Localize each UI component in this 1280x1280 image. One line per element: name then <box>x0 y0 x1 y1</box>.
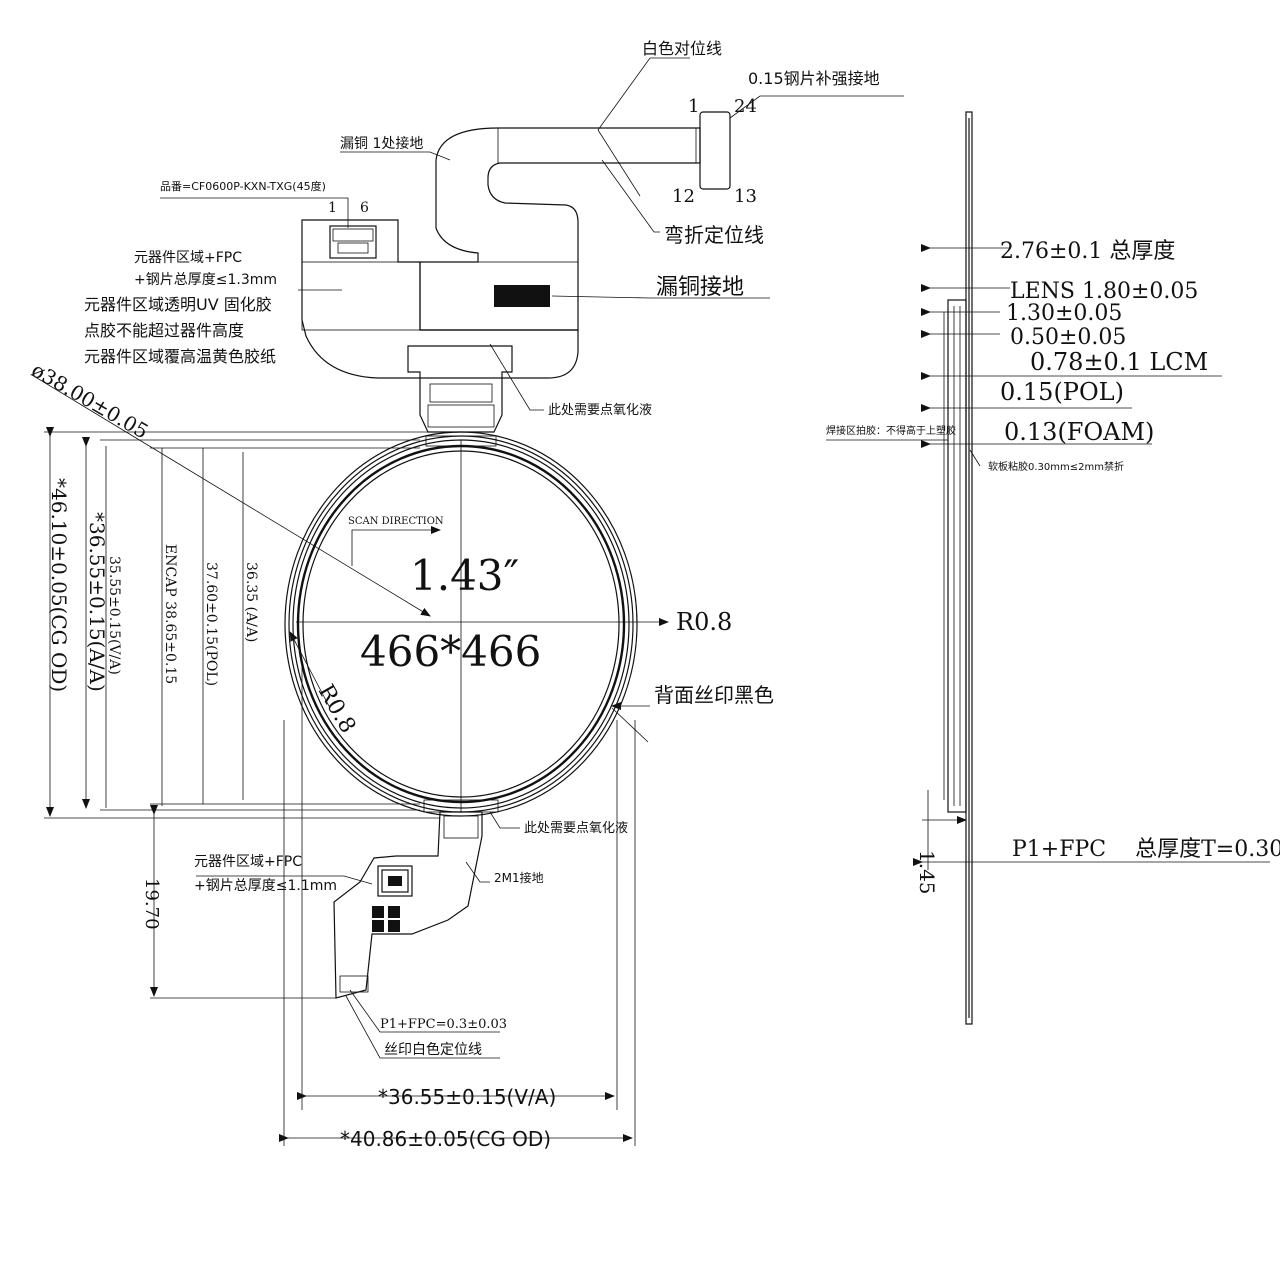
label-p1-fpc: P1+FPC=0.3±0.03 <box>380 1017 507 1032</box>
labels: 白色对位线 0.15钢片补强接地 1 24 12 13 漏铜 1处接地 弯折定位… <box>28 39 1280 1151</box>
bottom-fpc-body <box>333 811 483 999</box>
label-p1-fpc-total: P1+FPC 总厚度T=0.30 <box>1012 837 1280 862</box>
label-comp-area-2: +钢片总厚度≤1.3mm <box>134 272 277 288</box>
label-lcm: 0.78±0.1 LCM <box>1030 348 1208 376</box>
side-view <box>826 111 1270 1025</box>
bottom-ic <box>377 865 413 897</box>
label-steel-ground: 0.15钢片补强接地 <box>748 69 880 88</box>
label-t050: 0.50±0.05 <box>1010 325 1126 350</box>
label-dim-va-v: 35.55±0.15(V/A) <box>106 556 122 675</box>
round-display <box>31 374 669 817</box>
label-dim-cg-od-v: *46.10±0.05(CG OD) <box>47 478 71 692</box>
label-pin-13: 13 <box>734 186 757 207</box>
label-pin-1: 1 <box>688 96 699 117</box>
label-lens: LENS 1.80±0.05 <box>1010 279 1198 304</box>
label-comp-uv: 元器件区域透明UV 固化胶 <box>84 295 272 314</box>
top-fpc <box>301 111 731 433</box>
label-conn-pin-6: 6 <box>360 200 369 216</box>
label-silk-white: 丝印白色定位线 <box>384 1041 482 1058</box>
small-connector <box>329 225 377 259</box>
label-back-print: 背面丝印黑色 <box>654 683 774 707</box>
label-r08-right: R0.8 <box>676 608 732 636</box>
label-dim-pol: 37.60±0.15(POL) <box>203 562 219 686</box>
label-bend-align-line: 弯折定位线 <box>664 223 764 247</box>
connector-pads <box>699 111 731 190</box>
label-size: 1.43″ <box>410 551 519 600</box>
label-gnd-2m1: 2M1接地 <box>494 870 544 885</box>
label-comp-tape: 元器件区域覆高温黄色胶纸 <box>84 347 276 366</box>
label-part-number: 品番=CF0600P-KXN-TXG(45度) <box>160 179 326 193</box>
label-total-thickness: 2.76±0.1 总厚度 <box>1000 239 1175 264</box>
label-dim-encap: ENCAP 38.65±0.15 <box>162 544 178 684</box>
label-fpc-glue: 软板粘胶0.30mm≤2mm禁折 <box>988 460 1124 473</box>
label-exposed-copper-ground: 漏铜接地 <box>656 275 744 300</box>
label-r08-left: R0.8 <box>313 681 360 738</box>
component-dotted-area <box>419 261 579 331</box>
label-comp-area-1: 元器件区域+FPC <box>134 250 242 266</box>
component-hatched-area <box>301 261 421 331</box>
label-foam: 0.13(FOAM) <box>1004 418 1154 446</box>
label-dim-aa-v: *36.55±0.15(A/A) <box>85 512 109 692</box>
label-pin-12: 12 <box>672 186 695 207</box>
label-conn-pin-1: 1 <box>328 200 337 216</box>
label-pol: 0.15(POL) <box>1000 378 1124 406</box>
label-white-align-line: 白色对位线 <box>642 39 722 58</box>
fpc-hatched-trace <box>497 127 697 164</box>
label-dim-1970: 19.70 <box>141 878 162 930</box>
label-scan-direction: SCAN DIRECTION <box>348 516 444 527</box>
front-dimensions <box>44 57 904 1146</box>
fpc-neck <box>407 345 513 433</box>
label-pin-24: 24 <box>734 96 757 117</box>
label-t130: 1.30±0.05 <box>1006 301 1122 326</box>
fpc-head <box>301 219 579 379</box>
label-exposed-copper-1: 漏铜 1处接地 <box>340 135 423 152</box>
label-resolution: 466*466 <box>360 627 541 676</box>
label-epoxy-bottom: 此处需要点氧化液 <box>524 821 628 836</box>
bottom-fpc <box>333 811 483 999</box>
label-dim-cg-h: *40.86±0.05(CG OD) <box>340 1127 551 1151</box>
label-comp-glue: 点胶不能超过器件高度 <box>84 321 244 340</box>
label-comp-area-b1: 元器件区域+FPC <box>194 854 302 870</box>
label-comp-area-b2: +钢片总厚度≤1.1mm <box>194 878 337 894</box>
label-dim-145: 1.45 <box>915 850 939 895</box>
label-dim-va-h: *36.55±0.15(V/A) <box>378 1085 556 1109</box>
exposed-copper-block <box>494 285 550 307</box>
label-dim-aa2: 36.35 (A/A) <box>243 562 259 642</box>
fpc-tail-body <box>419 127 701 331</box>
label-solder-note: 焊接区拍胶：不得高于上塑胶 <box>826 424 956 437</box>
label-epoxy-top: 此处需要点氧化液 <box>548 403 652 418</box>
label-diameter: ø38.00±0.05 <box>28 358 153 444</box>
